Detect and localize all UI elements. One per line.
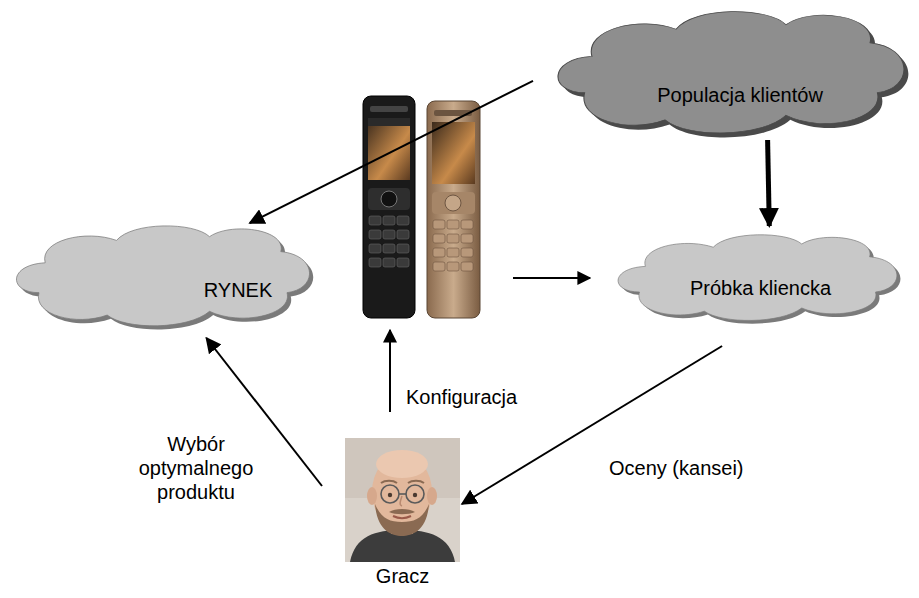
connector-arrow [768, 140, 770, 226]
phone-black [363, 96, 415, 318]
connector-arrow [462, 346, 722, 504]
edge-label: Wybór optymalnego produktu [124, 432, 268, 504]
sample-cloud: Próbka kliencka [610, 228, 905, 324]
edge-label: Oceny (kansei) [607, 456, 746, 480]
connector-arrow [250, 81, 533, 223]
cloud-shape [610, 228, 905, 324]
configuration-arrow [389, 330, 391, 412]
phone-gold [427, 101, 480, 318]
player-photo: Gracz [340, 438, 465, 588]
cloud-shape [548, 2, 914, 138]
cloud-shape [8, 218, 318, 330]
cloud-label: Próbka kliencka [690, 276, 831, 300]
market-cloud: RYNEK [8, 218, 318, 330]
player-caption: Gracz [376, 564, 429, 588]
player-photo-image [345, 438, 460, 562]
cloud-label: RYNEK [204, 278, 273, 302]
phones-arrow [513, 277, 590, 279]
population-cloud: Populacja klientów [548, 2, 914, 138]
cloud-label: Populacja klientów [657, 83, 823, 107]
arrow-label: Konfiguracja [404, 385, 519, 409]
